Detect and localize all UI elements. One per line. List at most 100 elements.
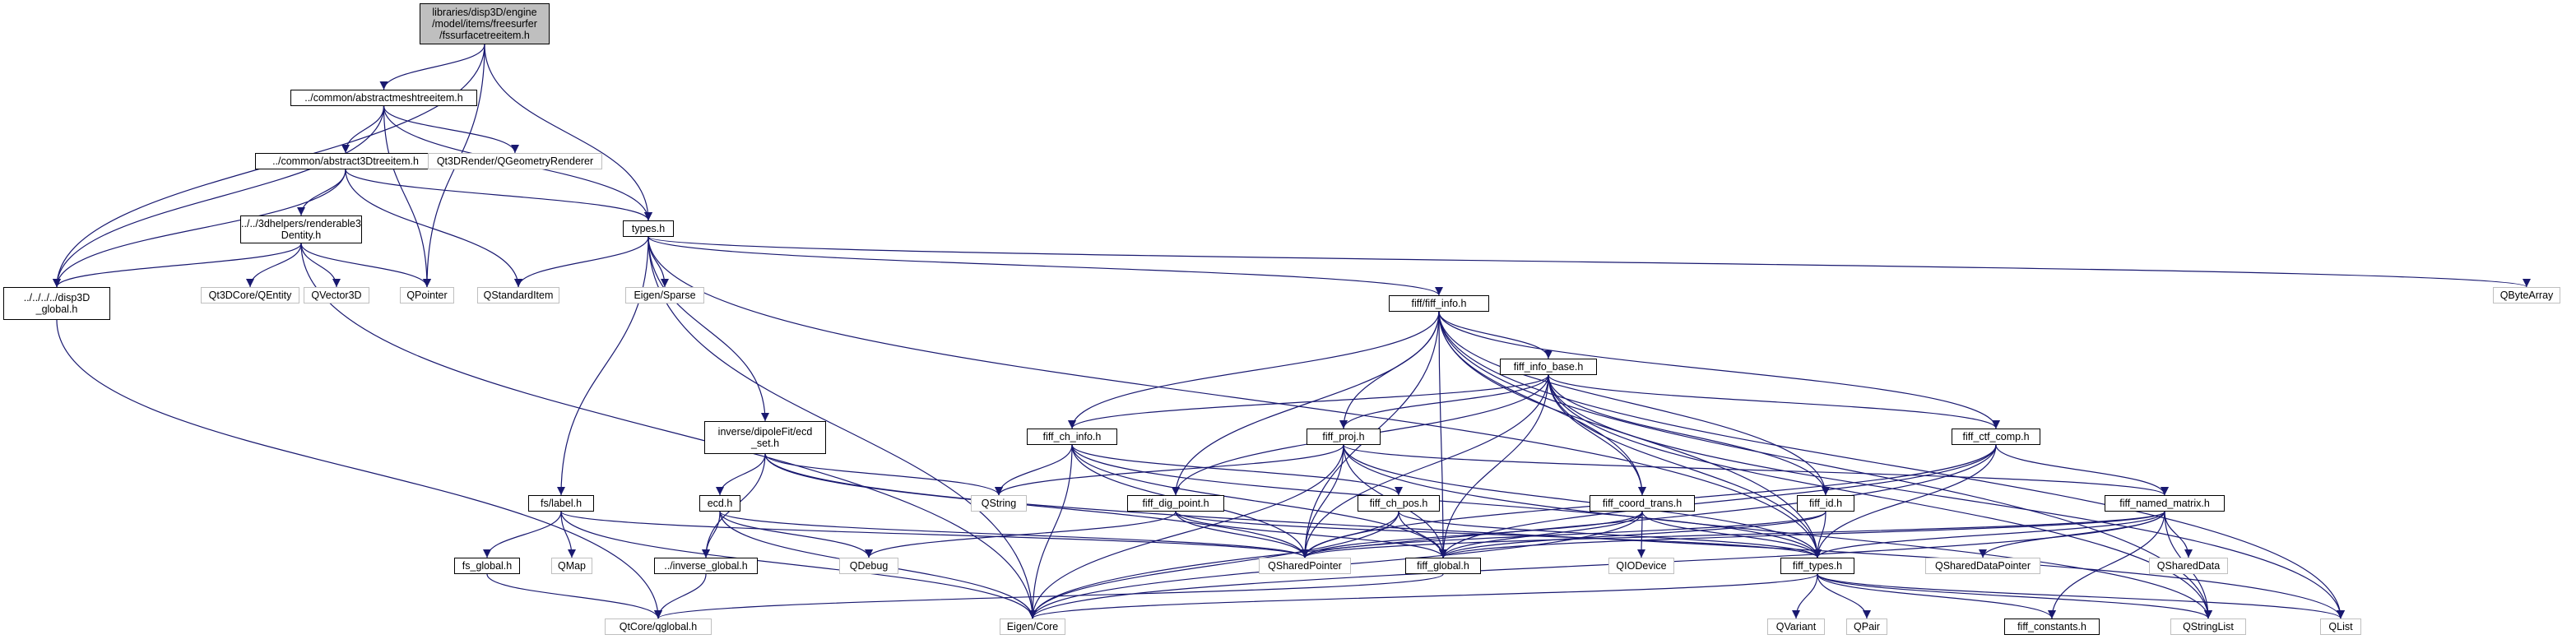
edge-fiffdigpoint-to-qdebug — [865, 511, 1177, 558]
edge-fiffinfo-to-fiffchinfo — [1068, 311, 1440, 429]
node-qvariant: QVariant — [1767, 619, 1825, 635]
node-fiffconstants[interactable]: fiff_constants.h — [2004, 619, 2100, 635]
edge-fiffproj-to-eigencore — [1028, 444, 1344, 619]
edge-fiffctfcomp-to-fifftypes — [1813, 444, 1997, 558]
edge-ecdh-to-qsharedpointer — [719, 511, 1309, 558]
edge-abstractmesh-to-abstract3d — [341, 105, 385, 154]
node-fiffnamedmatrix[interactable]: fiff_named_matrix.h — [2105, 495, 2225, 512]
node-qtcoreglobal: QtCore/qglobal.h — [605, 619, 712, 635]
node-root[interactable]: libraries/disp3D/engine /model/items/fre… — [420, 3, 550, 44]
edge-fiffproj-to-fiffnamedmatrix — [1343, 444, 2169, 496]
edge-fiffproj-to-qstring — [995, 444, 1344, 496]
node-geomrenderer: Qt3DRender/QGeometryRenderer — [428, 153, 602, 169]
node-renderable[interactable]: ../../3dhelpers/renderable3 Dentity.h — [240, 215, 362, 243]
edge-fiffchpos-to-eigencore — [1028, 511, 1399, 619]
edge-ecdset-to-ecdh — [716, 453, 766, 496]
node-qvector3d: QVector3D — [304, 287, 369, 303]
edge-fiffinfobase-to-fiffcoordtrans — [1548, 374, 1646, 496]
edge-fiffdigpoint-to-qsharedpointer — [1175, 511, 1309, 558]
node-fsglobal[interactable]: fs_global.h — [454, 558, 520, 574]
node-qshareddata: QSharedData — [2149, 558, 2228, 574]
edge-fiffinfo-to-fiffcoordtrans — [1438, 311, 1646, 496]
edge-fiffid-to-qsharedpointer — [1301, 511, 1826, 558]
edge-fifftypes-to-qvariant — [1792, 573, 1818, 619]
node-fiffctfcomp[interactable]: fiff_ctf_comp.h — [1952, 429, 2040, 445]
edge-fiffinfobase-to-qsharedpointer — [1301, 374, 1549, 558]
edge-abstractmesh-to-disp3dglobal — [53, 105, 385, 288]
edge-inverseglobal-to-qtcoreglobal — [654, 573, 707, 619]
node-qdebug: QDebug — [839, 558, 898, 574]
node-fiffproj[interactable]: fiff_proj.h — [1307, 429, 1381, 445]
node-disp3dglobal[interactable]: ../../../../disp3D _global.h — [3, 287, 110, 320]
node-qbytearray: QByteArray — [2493, 287, 2560, 303]
edge-fslabel-to-eigencore — [560, 511, 1037, 619]
edge-fiffchinfo-to-fiffchpos — [1071, 444, 1403, 496]
edge-fiffinfobase-to-fiffctfcomp — [1548, 374, 2000, 429]
edge-ecdh-to-qdebug — [719, 511, 873, 558]
node-typesh[interactable]: types.h — [623, 220, 674, 237]
edge-fiffid-to-fiffglobal — [1439, 511, 1826, 558]
node-fiffglobal[interactable]: fiff_global.h — [1405, 558, 1481, 574]
edge-ecdset-to-qstring — [764, 453, 1003, 496]
edge-typesh-to-ecdset — [647, 236, 769, 422]
edge-typesh-to-qbytearray — [647, 236, 2531, 288]
edge-abstract3d-to-qstandarditem — [345, 169, 522, 288]
edge-root-to-abstractmesh — [379, 44, 485, 90]
edge-fiffnamedmatrix-to-fiffconstants — [2048, 511, 2165, 619]
edge-fiffinfobase-to-fiffglobal — [1439, 374, 1549, 558]
node-fiffdigpoint[interactable]: fiff_dig_point.h — [1127, 495, 1224, 512]
edge-fsglobal-to-qtcoreglobal — [486, 573, 662, 619]
edge-fslabel-to-qsharedpointer — [560, 511, 1309, 558]
node-ecdh[interactable]: ecd.h — [699, 495, 740, 512]
edge-fiffctfcomp-to-fiffnamedmatrix — [1995, 444, 2169, 496]
edge-fiffdigpoint-to-fiffglobal — [1175, 511, 1447, 558]
node-fslabel[interactable]: fs/label.h — [528, 495, 594, 512]
edge-fiffcoordtrans-to-qsharedpointer — [1301, 511, 1643, 558]
edge-fiffcoordtrans-to-fiffglobal — [1439, 511, 1643, 558]
edge-abstract3d-to-disp3dglobal — [53, 169, 346, 288]
node-fiffid[interactable]: fiff_id.h — [1797, 495, 1854, 512]
edge-renderable-to-eigencore — [300, 243, 1037, 619]
edge-fiffdigpoint-to-fifftypes — [1175, 511, 1822, 558]
node-abstract3d[interactable]: ../common/abstract3Dtreeitem.h — [255, 153, 436, 169]
edge-fifftypes-to-qpair — [1817, 573, 1871, 619]
node-eigensparse: Eigen/Sparse — [625, 287, 704, 303]
node-fiffinfo[interactable]: fiff/fiff_info.h — [1389, 295, 1489, 312]
node-ecdset[interactable]: inverse/dipoleFit/ecd _set.h — [704, 421, 826, 454]
edge-fslabel-to-qmap — [560, 511, 576, 558]
edge-fiffproj-to-fifftypes — [1343, 444, 1822, 558]
edge-disp3dglobal-to-qtcoreglobal — [56, 319, 662, 619]
node-qmap: QMap — [551, 558, 592, 574]
edge-fiffnamedmatrix-to-fifftypes — [1813, 511, 2165, 558]
edge-fiffchpos-to-fifftypes — [1398, 511, 1822, 558]
edge-abstract3d-to-typesh — [345, 169, 652, 221]
edge-typesh-to-fiffinfo — [647, 236, 1443, 296]
node-fiffchinfo[interactable]: fiff_ch_info.h — [1027, 429, 1117, 445]
node-qstandarditem: QStandardItem — [477, 287, 559, 303]
edge-typesh-to-fifftypes — [647, 236, 1822, 558]
edge-fifftypes-to-qstringlist — [1817, 573, 2212, 619]
edge-fiffinfobase-to-fiffchinfo — [1068, 374, 1549, 429]
edge-typesh-to-qstandarditem — [514, 236, 649, 288]
edge-fiffinfobase-to-qlist — [1548, 374, 2345, 619]
edge-abstract3d-to-renderable — [297, 169, 346, 216]
node-qpair: QPair — [1846, 619, 1887, 635]
node-fiffchpos[interactable]: fiff_ch_pos.h — [1358, 495, 1440, 512]
edge-fiffchinfo-to-eigencore — [1028, 444, 1073, 619]
node-qlist: QList — [2320, 619, 2361, 635]
node-fifftypes[interactable]: fiff_types.h — [1780, 558, 1854, 574]
edge-fiffnamedmatrix-to-qsharedpointer — [1301, 511, 2165, 558]
node-abstractmesh[interactable]: ../common/abstractmeshtreeitem.h — [290, 90, 477, 106]
edge-fiffglobal-to-qtcoreglobal — [654, 573, 1444, 619]
node-fiffcoordtrans[interactable]: fiff_coord_trans.h — [1590, 495, 1695, 512]
edge-fiffinfobase-to-fiffproj — [1339, 374, 1549, 429]
edge-fifftypes-to-eigencore — [1028, 573, 1818, 619]
node-eigencore: Eigen/Core — [1000, 619, 1065, 635]
edge-fiffinfo-to-fiffdigpoint — [1172, 311, 1440, 496]
edge-fiffchinfo-to-fifftypes — [1071, 444, 1822, 558]
node-inverseglobal[interactable]: ../inverse_global.h — [654, 558, 758, 574]
edge-abstractmesh-to-geomrenderer — [383, 105, 519, 154]
node-fiffinfobase[interactable]: fiff_info_base.h — [1500, 359, 1597, 375]
node-qpointer: QPointer — [400, 287, 454, 303]
